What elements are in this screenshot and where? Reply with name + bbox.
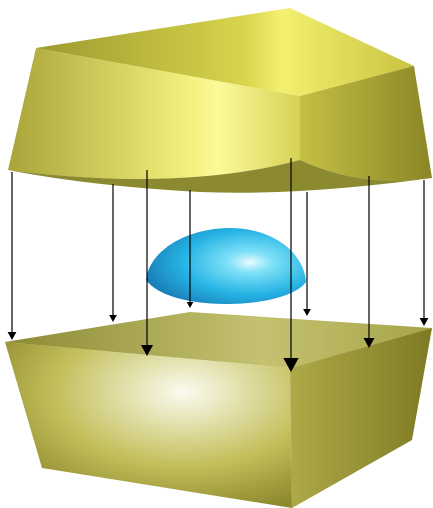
field-lines (7, 158, 429, 372)
top-plate-front-face (8, 48, 300, 179)
arrow-head (283, 358, 299, 372)
top-plate-top-face (36, 8, 414, 96)
bottom-plate-side-face (290, 328, 432, 508)
top-plate-side-face (300, 66, 432, 181)
bottom-plate-front-face (5, 342, 292, 508)
top-plate (8, 8, 432, 193)
arrow-head (363, 338, 375, 348)
arrow-head (303, 309, 311, 316)
top-plate-underside (8, 160, 432, 193)
arrow-head (7, 332, 17, 340)
arrow-head (186, 302, 194, 308)
arrow-head (109, 315, 117, 322)
droplet (146, 228, 306, 304)
arrow-head (140, 345, 154, 356)
arrow-head (419, 318, 429, 326)
bottom-plate (5, 312, 432, 508)
bottom-plate-top-face (5, 312, 432, 368)
